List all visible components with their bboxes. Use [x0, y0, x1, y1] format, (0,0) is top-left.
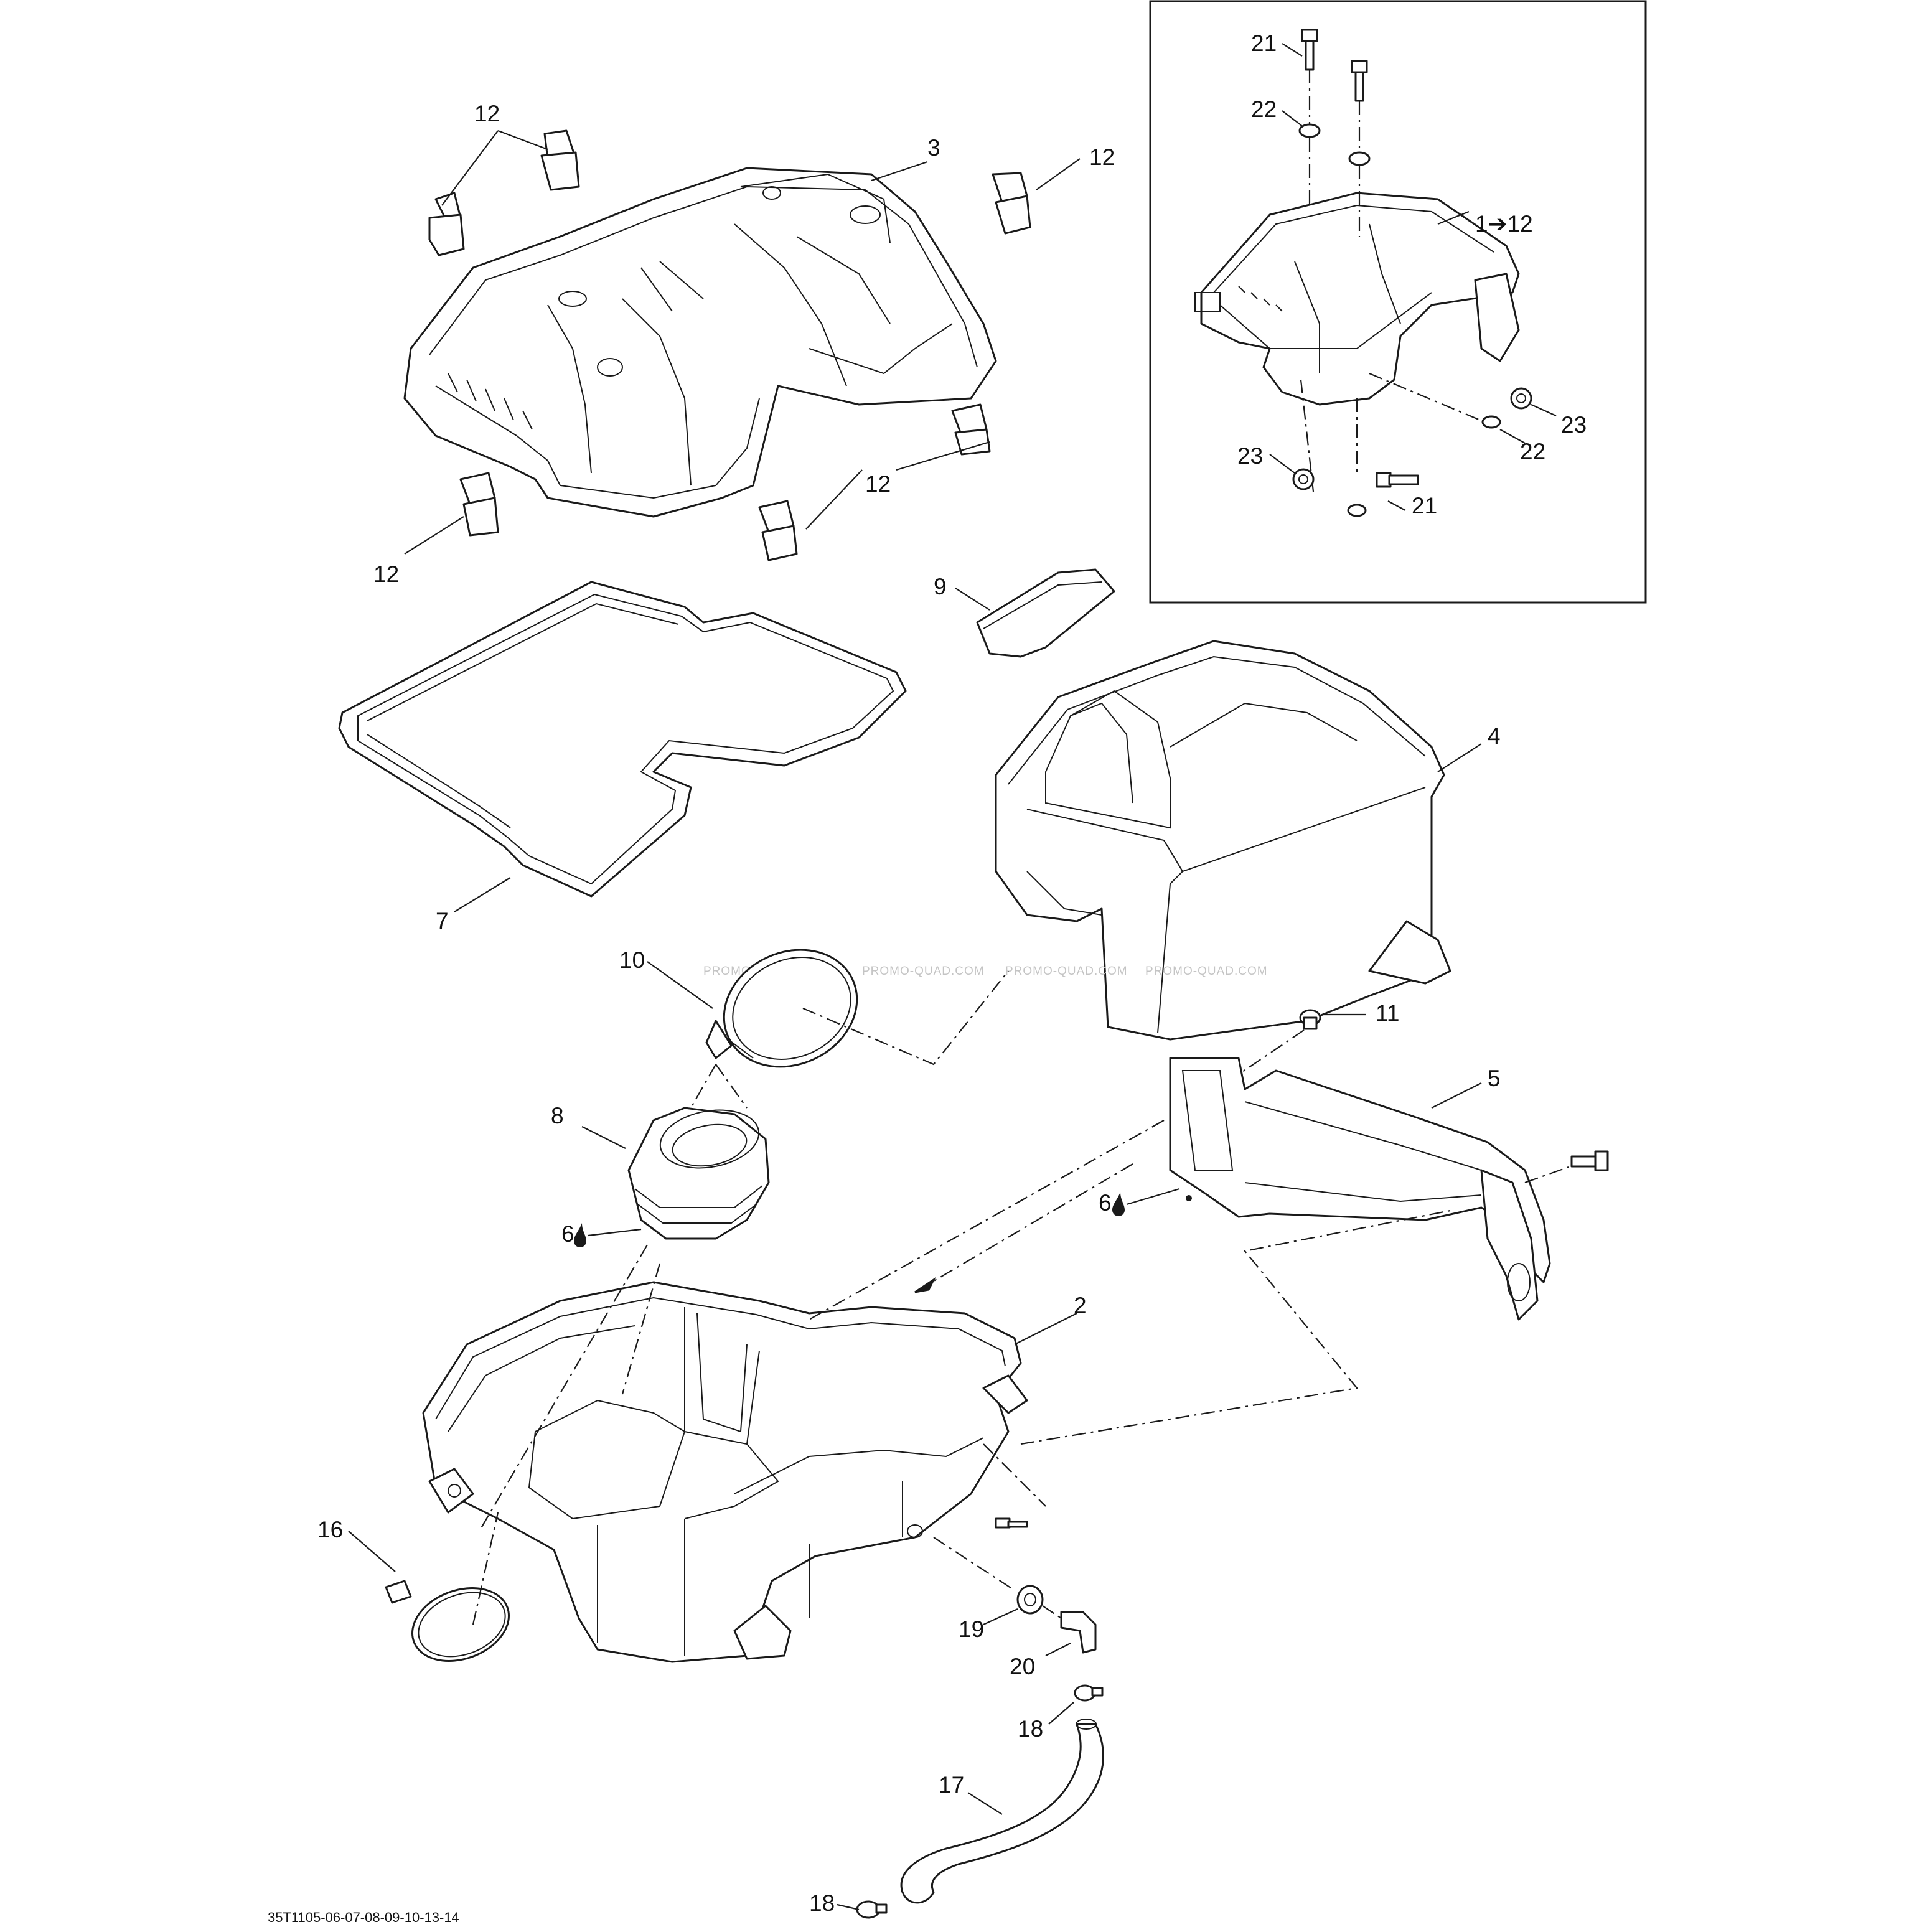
- part-12-clip-c: [992, 172, 1031, 235]
- part-7-gasket: [338, 581, 907, 898]
- callout-12-top-right: 12: [1089, 144, 1115, 170]
- inset-washer-22-b: [1348, 151, 1371, 166]
- part-12-clip-e: [459, 472, 499, 537]
- callout-5: 5: [1488, 1066, 1501, 1091]
- inset-washer-22-bottom: [1347, 504, 1367, 517]
- inset-panel: 21 22 1➔12 23 22 23 21: [1149, 0, 1647, 604]
- watermark-3: PROMO-QUAD.COM: [1005, 965, 1128, 978]
- part-2-airbox-base: [422, 1281, 1028, 1663]
- part-18-clamp-lower: [856, 1900, 888, 1919]
- part-10-clamp: [705, 949, 858, 1068]
- inset-nut-23-left: [1292, 468, 1315, 490]
- watermark-4: PROMO-QUAD.COM: [1145, 965, 1268, 978]
- callout-12-mid-right: 12: [865, 471, 891, 497]
- assembly-arrow-icon: [914, 1277, 936, 1293]
- part-3-airbox-cover: [403, 167, 997, 518]
- part-8-rubber-boot: [627, 1107, 770, 1240]
- callout-8: 8: [551, 1103, 564, 1128]
- part-4-filter-housing: [995, 640, 1451, 1041]
- inset-nut-23-right: [1510, 387, 1532, 410]
- callout-12-bottom-left: 12: [373, 561, 399, 587]
- callout-23-right: 23: [1561, 412, 1587, 438]
- part-18-clamp-upper: [1074, 1684, 1104, 1702]
- callout-17: 17: [939, 1772, 964, 1798]
- callout-22-right: 22: [1520, 439, 1545, 464]
- callout-19: 19: [959, 1616, 984, 1642]
- callout-4: 4: [1488, 723, 1501, 749]
- part-12-clip-f: [758, 500, 798, 561]
- part-19-grommet: [1016, 1585, 1044, 1615]
- part-16-hose-clamp: [385, 1580, 510, 1662]
- callout-6-right: 6: [1099, 1190, 1112, 1216]
- callout-3: 3: [927, 135, 940, 161]
- part-20-elbow-fitting: [1060, 1611, 1097, 1654]
- drawing-code: 35T1105-06-07-08-09-10-13-14: [268, 1910, 459, 1925]
- callout-16: 16: [317, 1517, 343, 1542]
- part-5-intake-duct: [1169, 1057, 1551, 1321]
- callout-2: 2: [1074, 1293, 1087, 1318]
- callout-20: 20: [1010, 1654, 1035, 1679]
- watermark-2: PROMO-QUAD.COM: [862, 965, 985, 978]
- part-11-grommet: [1299, 1009, 1321, 1030]
- part-12-clip-d: [951, 403, 991, 456]
- callout-12-top-left: 12: [474, 101, 500, 126]
- base-screw: [995, 1517, 1028, 1529]
- part-5-screw: [1524, 1150, 1609, 1184]
- inset-airbox-cover: [1194, 192, 1520, 406]
- inset-bolt-21-b: [1351, 60, 1368, 102]
- oil-drop-icon-right: [1112, 1192, 1125, 1216]
- callout-6-left: 6: [561, 1221, 574, 1247]
- callout-21-top: 21: [1251, 30, 1277, 56]
- callout-9: 9: [934, 574, 947, 599]
- part-12-clip-b: [540, 129, 580, 191]
- part-12-clip-a: [428, 192, 465, 256]
- callout-7: 7: [436, 908, 449, 934]
- inset-washer-22-right: [1481, 415, 1501, 429]
- part-17-drain-hose: [900, 1719, 1104, 1904]
- callout-18-upper: 18: [1018, 1716, 1043, 1742]
- callout-23-left: 23: [1237, 443, 1263, 469]
- callout-11: 11: [1376, 1000, 1399, 1026]
- callout-18-lower: 18: [809, 1890, 835, 1916]
- callout-21-bottom: 21: [1412, 493, 1437, 518]
- callout-10: 10: [619, 947, 645, 973]
- oil-drop-icon-left: [574, 1223, 586, 1247]
- callout-22-top: 22: [1251, 96, 1277, 122]
- callout-inset-reference: 1➔12: [1475, 211, 1533, 237]
- inset-bolt-21-bottom: [1376, 472, 1419, 488]
- part-9-foam-pad: [976, 568, 1115, 658]
